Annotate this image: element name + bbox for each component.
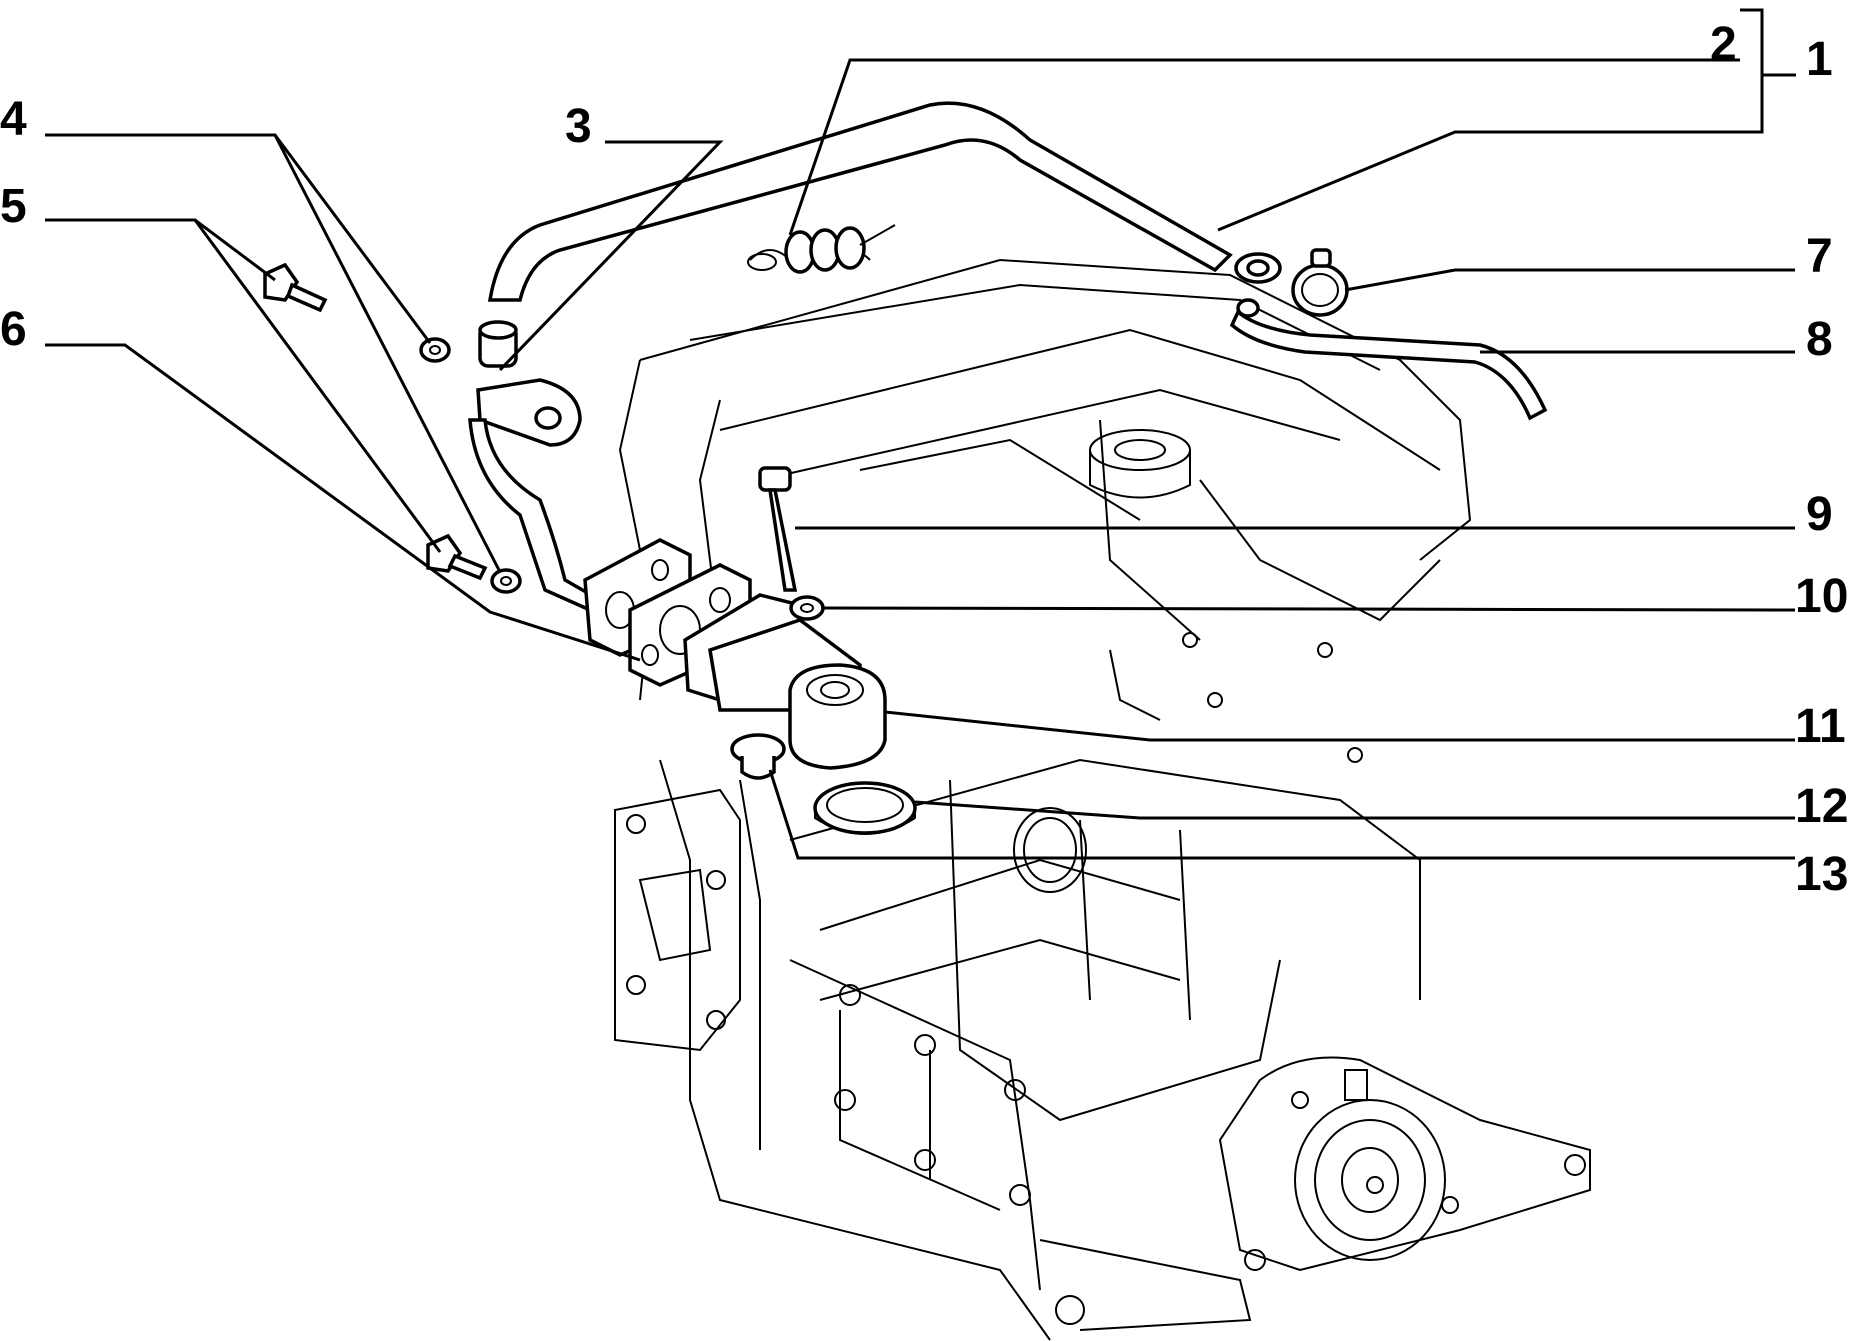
callout-12: 12 bbox=[1795, 780, 1848, 833]
callout-labels: 1 2 3 4 5 6 7 8 9 10 11 12 13 bbox=[0, 18, 1848, 901]
hose-clamp bbox=[1291, 248, 1349, 317]
callout-2: 2 bbox=[1710, 18, 1737, 71]
callout-4: 4 bbox=[0, 93, 27, 146]
callout-1: 1 bbox=[1806, 33, 1833, 86]
o-ring bbox=[813, 781, 917, 835]
engine-block bbox=[614, 258, 1591, 1341]
callout-3: 3 bbox=[565, 100, 592, 153]
bolt bbox=[263, 262, 488, 581]
callout-13: 13 bbox=[1795, 848, 1848, 901]
leader-lines bbox=[45, 8, 1796, 860]
plug bbox=[730, 733, 786, 780]
callout-6: 6 bbox=[0, 303, 27, 356]
callout-7: 7 bbox=[1806, 230, 1833, 283]
callout-8: 8 bbox=[1806, 313, 1833, 366]
bolt-washer bbox=[789, 595, 825, 621]
callout-10: 10 bbox=[1795, 570, 1848, 623]
callout-11: 11 bbox=[1795, 700, 1846, 753]
spring-clip bbox=[747, 224, 896, 274]
small-hose bbox=[1229, 298, 1548, 421]
callout-9: 9 bbox=[1806, 488, 1833, 541]
crank-pulley bbox=[1218, 1056, 1591, 1272]
thermostat-housing bbox=[683, 593, 887, 770]
upper-hose bbox=[487, 101, 1282, 302]
washer bbox=[419, 337, 522, 594]
pipe-bracket bbox=[468, 320, 603, 613]
long-bolt bbox=[758, 466, 798, 592]
callout-5: 5 bbox=[0, 180, 27, 233]
